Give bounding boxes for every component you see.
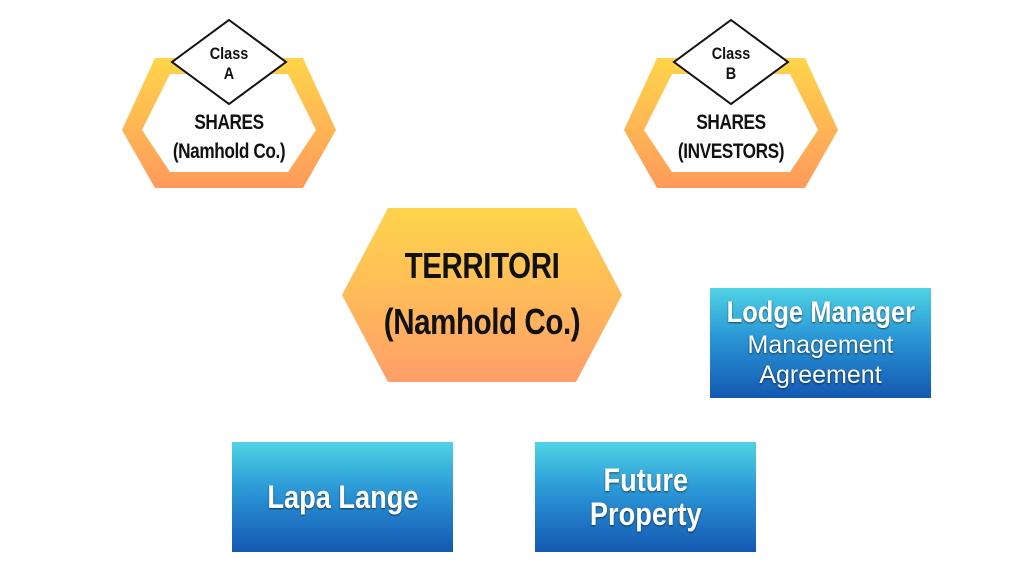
class-b-shares-node: Class B SHARES (INVESTORS) — [624, 18, 838, 190]
class-a-badge-line1: Class — [209, 44, 249, 63]
class-b-line2: (INVESTORS) — [677, 140, 785, 163]
class-b-badge-line2: B — [725, 64, 737, 83]
class-b-badge: Class B — [640, 44, 822, 84]
lodge-manager-title: Lodge Manager — [726, 296, 915, 329]
lodge-manager-line2: Agreement — [759, 361, 882, 389]
class-b-line1: SHARES — [696, 111, 766, 134]
class-a-label: SHARES (Namhold Co.) — [141, 108, 316, 166]
territori-line2: (Namhold Co.) — [383, 301, 581, 342]
lodge-manager-line1: Management — [747, 331, 894, 359]
territori-label: TERRITORI (Namhold Co.) — [367, 238, 597, 350]
lapa-lange-label: Lapa Lange — [266, 479, 419, 515]
future-property-line2: Property — [589, 496, 702, 532]
class-a-line2: (Namhold Co.) — [172, 140, 286, 163]
lodge-manager-box: Lodge Manager Management Agreement — [710, 288, 931, 398]
class-b-label: SHARES (INVESTORS) — [643, 108, 818, 166]
class-a-shares-node: Class A SHARES (Namhold Co.) — [122, 18, 336, 190]
lapa-lange-box: Lapa Lange — [232, 442, 453, 552]
class-a-badge: Class A — [138, 44, 320, 84]
class-b-badge-line1: Class — [711, 44, 751, 63]
future-property-line1: Future — [603, 462, 688, 498]
class-b-hexagon-shape — [624, 18, 838, 188]
class-a-badge-line2: A — [223, 64, 235, 83]
territori-hexagon-shape — [342, 208, 622, 382]
class-a-hexagon-shape — [122, 18, 336, 188]
territori-node: TERRITORI (Namhold Co.) — [342, 208, 622, 382]
class-a-line1: SHARES — [194, 111, 264, 134]
territori-line1: TERRITORI — [404, 245, 560, 286]
future-property-box: Future Property — [535, 442, 756, 552]
